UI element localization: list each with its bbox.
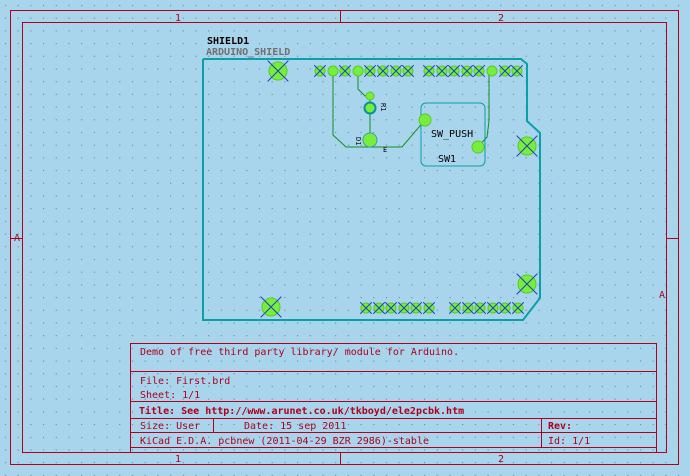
component-reference[interactable]: SHIELD1 <box>207 36 249 47</box>
no-net-cross-icon <box>359 301 373 315</box>
row-label-a: A <box>14 233 20 244</box>
no-net-cross-icon <box>516 135 538 157</box>
title-block <box>130 343 657 453</box>
switch-ref[interactable]: SW1 <box>438 154 456 165</box>
switch-pad[interactable] <box>418 113 432 127</box>
no-net-cross-icon <box>447 64 461 78</box>
col-label-1: 1 <box>175 13 181 24</box>
no-net-cross-icon <box>460 64 474 78</box>
no-net-cross-icon <box>372 301 386 315</box>
file-text: File: First.brd <box>140 376 230 387</box>
board-outline <box>202 58 541 321</box>
no-net-cross-icon <box>363 64 377 78</box>
no-net-cross-icon <box>448 301 462 315</box>
no-net-cross-icon <box>472 64 486 78</box>
no-net-cross-icon <box>473 301 487 315</box>
col-label-1-bottom: 1 <box>175 454 181 465</box>
date-text: Date: 15 sep 2011 <box>244 421 346 432</box>
app-text: KiCad E.D.A. pcbnew (2011-04-29 BZR 2986… <box>140 436 429 447</box>
component-value[interactable]: ARDUINO_SHIELD <box>206 47 290 58</box>
no-net-cross-icon <box>510 64 524 78</box>
no-net-cross-icon <box>389 64 403 78</box>
no-net-cross-icon <box>498 301 512 315</box>
header-pad[interactable] <box>486 65 498 77</box>
no-net-cross-icon <box>486 301 500 315</box>
header-pad[interactable] <box>327 65 339 77</box>
switch-value[interactable]: SW_PUSH <box>431 129 473 140</box>
no-net-cross-icon <box>384 301 398 315</box>
id-text: Id: 1/1 <box>548 436 590 447</box>
comment-text: Demo of free third party library/ module… <box>140 347 459 358</box>
size-text: Size: User <box>140 421 200 432</box>
resistor-pad[interactable] <box>365 91 375 101</box>
no-net-cross-icon <box>498 64 512 78</box>
no-net-cross-icon <box>516 273 538 295</box>
col-label-2: 2 <box>498 13 504 24</box>
no-net-cross-icon <box>435 64 449 78</box>
no-net-cross-icon <box>397 301 411 315</box>
switch-outline <box>420 102 486 167</box>
no-net-cross-icon <box>401 64 415 78</box>
no-net-cross-icon <box>422 64 436 78</box>
header-pad[interactable] <box>352 65 364 77</box>
resistor-ref[interactable]: R1 <box>379 103 387 111</box>
switch-pad[interactable] <box>471 140 485 154</box>
title-text: Title: See http://www.arunet.co.uk/tkboy… <box>139 405 464 417</box>
transistor-pad[interactable] <box>362 132 378 148</box>
no-net-cross-icon <box>409 301 423 315</box>
no-net-cross-icon <box>461 301 475 315</box>
led-ref[interactable]: D1 <box>354 137 362 145</box>
no-net-cross-icon <box>267 60 289 82</box>
no-net-cross-icon <box>376 64 390 78</box>
row-label-a-right: A <box>659 290 665 301</box>
no-net-cross-icon <box>422 301 436 315</box>
led-pad[interactable] <box>363 101 377 115</box>
col-label-2-bottom: 2 <box>498 454 504 465</box>
no-net-cross-icon <box>313 64 327 78</box>
no-net-cross-icon <box>338 64 352 78</box>
no-net-cross-icon <box>260 296 282 318</box>
sheet-text: Sheet: 1/1 <box>140 390 200 401</box>
small-label: E <box>383 146 387 154</box>
rev-text: Rev: <box>548 421 572 432</box>
no-net-cross-icon <box>511 301 525 315</box>
